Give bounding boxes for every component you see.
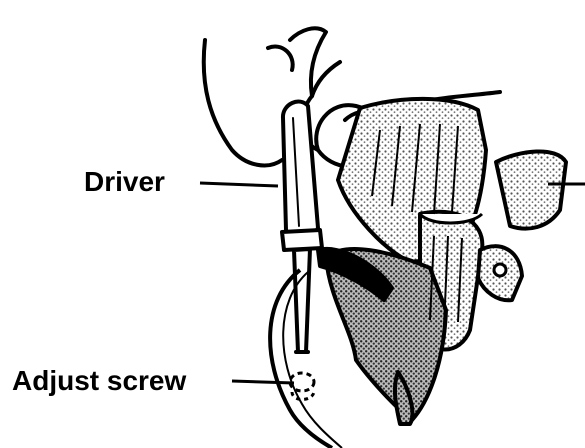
driver-leader-line: [200, 183, 278, 186]
carburetor-illustration: [318, 99, 585, 424]
adjust-screw-leader-line: [232, 381, 294, 383]
adjust-screw-label: Adjust screw: [12, 367, 186, 395]
leader-lines: [200, 183, 294, 383]
driver-label: Driver: [84, 168, 165, 196]
